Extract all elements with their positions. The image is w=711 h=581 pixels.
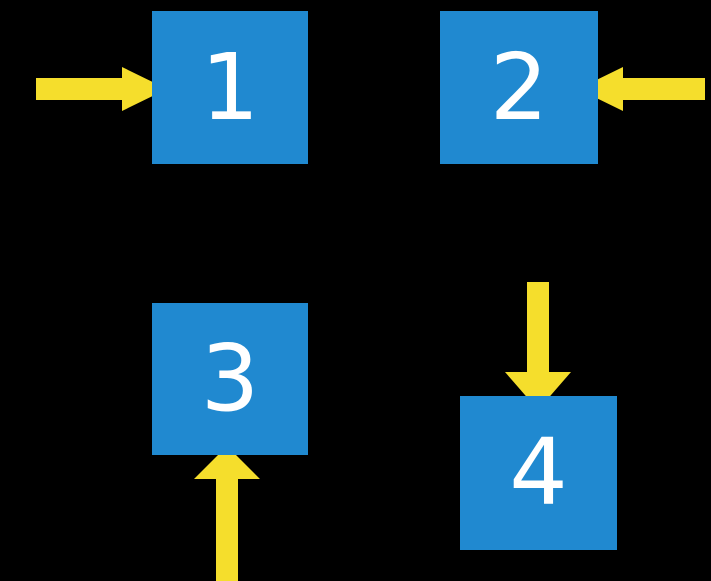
box-2-label: 2 xyxy=(489,33,549,141)
process-box-2[interactable]: 2 xyxy=(440,11,598,164)
process-box-4[interactable]: 4 xyxy=(460,396,617,550)
arrow-right-into-box-1-icon xyxy=(36,67,167,111)
box-4-label: 4 xyxy=(509,419,568,526)
process-box-3[interactable]: 3 xyxy=(152,303,308,455)
arrow-up-into-box-3-icon xyxy=(194,446,260,581)
process-box-1[interactable]: 1 xyxy=(152,11,308,164)
box-1-label: 1 xyxy=(200,33,260,141)
box-3-label: 3 xyxy=(200,325,260,432)
arrow-left-into-box-2-icon xyxy=(578,67,705,111)
arrow-down-into-box-4-icon xyxy=(505,282,571,410)
